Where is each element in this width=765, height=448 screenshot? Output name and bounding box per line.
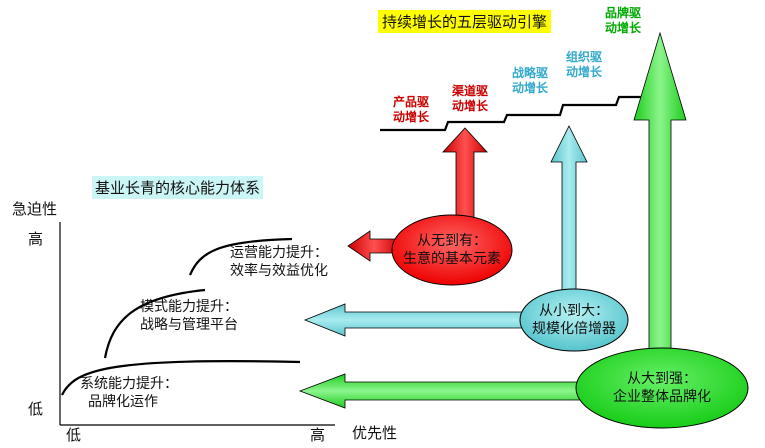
step-brand-line1: 品牌驱 (605, 6, 642, 20)
green-up-arrow (633, 31, 687, 381)
step-channel-line2: 动增长 (452, 99, 489, 113)
step-organization-line1: 组织驱 (566, 50, 603, 64)
step-organization-line2: 动增长 (566, 65, 603, 79)
teal-up-arrow (550, 125, 588, 296)
step-strategy-line2: 动增长 (512, 81, 549, 95)
y-axis-label: 急迫性 (12, 200, 58, 218)
capability-curve-operation (188, 237, 293, 276)
y-axis-high: 高 (28, 230, 44, 248)
step-channel: 渠道驱 动增长 (452, 84, 488, 114)
engine-ellipse-red (391, 214, 513, 286)
step-brand-line2: 动增长 (605, 21, 642, 35)
engine-teal-line2: 规模化倍增器 (532, 321, 616, 337)
step-strategy-line1: 战略驱 (512, 66, 549, 80)
capability-curve-model (103, 288, 206, 359)
growth-staircase (380, 95, 652, 132)
engine-label-teal: 从小到大： 规模化倍增器 (526, 302, 622, 338)
capability-system: 系统能力提升： 品牌化运作 (80, 375, 178, 411)
step-product: 产品驱 动增长 (393, 95, 429, 125)
engine-green-line1: 从大到强： (627, 371, 697, 387)
capability-operation-line1: 运营能力提升： (230, 245, 328, 261)
step-strategy: 战略驱 动增长 (512, 66, 548, 96)
x-axis-label: 优先性 (352, 424, 398, 442)
capability-operation: 运营能力提升： 效率与效益优化 (230, 244, 328, 280)
y-axis-low: 低 (28, 400, 44, 418)
engine-green-line2: 企业整体品牌化 (613, 389, 711, 405)
teal-left-arrow (303, 303, 531, 337)
engine-ellipse-green (575, 347, 749, 429)
capability-model-line2: 战略与管理平台 (140, 317, 238, 333)
step-organization: 组织驱 动增长 (566, 50, 602, 80)
engine-label-red: 从无到有： 生意的基本元素 (402, 232, 502, 268)
engine-ellipse-teal (519, 288, 629, 352)
capability-model: 模式能力提升： 战略与管理平台 (140, 298, 238, 334)
diagram-title: 持续增长的五层驱动引擎 (378, 10, 552, 33)
engine-label-green: 从大到强： 企业整体品牌化 (602, 370, 722, 406)
x-axis-high: 高 (310, 426, 326, 444)
green-left-arrow (298, 373, 591, 409)
step-brand: 品牌驱 动增长 (605, 6, 641, 36)
core-system-title: 基业长青的核心能力体系 (92, 176, 264, 199)
step-product-line1: 产品驱 (393, 95, 430, 109)
capability-model-line1: 模式能力提升： (140, 299, 238, 315)
engine-red-line2: 生意的基本元素 (403, 251, 501, 267)
capability-operation-line2: 效率与效益优化 (230, 263, 328, 279)
engine-teal-line1: 从小到大： (539, 303, 609, 319)
capability-curve-system (61, 360, 301, 396)
capability-system-line2: 品牌化运作 (88, 394, 158, 410)
step-product-line2: 动增长 (393, 110, 430, 124)
engine-red-line1: 从无到有： (417, 233, 487, 249)
step-channel-line1: 渠道驱 (452, 84, 489, 98)
capability-system-line1: 系统能力提升： (80, 376, 178, 392)
x-axis-low: 低 (66, 426, 82, 444)
